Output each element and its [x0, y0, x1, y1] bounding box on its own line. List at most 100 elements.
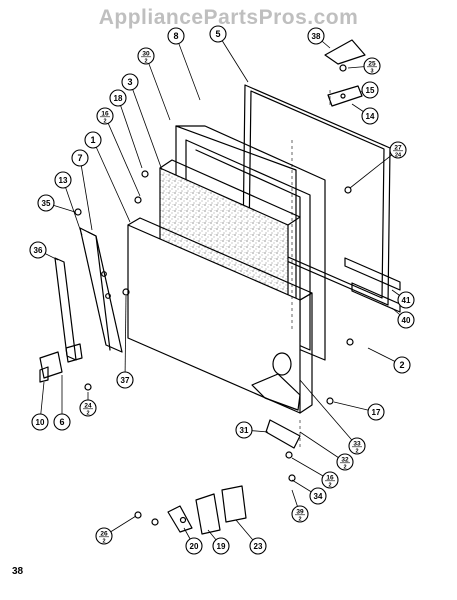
leader-line-c16a: [104, 115, 141, 197]
callout-c31: 31: [235, 421, 253, 439]
leader-line-c18: [117, 97, 143, 169]
top-hinge: [324, 39, 366, 107]
callout-c10: 10: [31, 413, 49, 431]
callout-label-c31: 31: [240, 426, 249, 435]
callout-circle-c19: [212, 537, 230, 555]
callout-c39: 392: [291, 505, 309, 523]
callout-label-c35: 35: [42, 199, 51, 208]
callout-label-c10: 10: [36, 418, 45, 427]
callout-sub-c24: 2: [86, 411, 89, 417]
callout-circle-c16a: [96, 107, 114, 125]
callout-c36: 36: [29, 241, 47, 259]
callout-label-c15: 15: [366, 86, 375, 95]
callout-c5: 5: [209, 25, 227, 43]
callout-label-c17: 17: [372, 408, 381, 417]
callout-circle-c14: [361, 107, 379, 125]
leader-line-c27: [349, 149, 399, 189]
callout-circle-c16b: [321, 471, 339, 489]
callout-circle-c37: [116, 371, 134, 389]
callout-label-c27: 27: [394, 145, 402, 152]
callout-label-c33: 33: [353, 441, 361, 448]
callout-c16b: 162: [321, 471, 339, 489]
callout-circle-c30: [137, 47, 155, 65]
callout-c3: 3: [121, 73, 139, 91]
callout-sub-c26: 2: [102, 539, 105, 545]
callout-label-c36: 36: [34, 246, 43, 255]
leader-line-c33: [299, 379, 358, 447]
callout-circle-c35: [37, 194, 55, 212]
callout-c15: 15: [361, 81, 379, 99]
callout-label-c39: 39: [296, 509, 304, 516]
callout-sub-c16b: 2: [328, 483, 331, 489]
callout-c30: 302: [137, 47, 155, 65]
callout-label-c34: 34: [314, 492, 323, 501]
callout-c20: 20: [185, 537, 203, 555]
callout-sub-c33: 2: [355, 449, 358, 455]
watermark-text: AppliancePartsPros.com: [98, 6, 359, 29]
callout-label-c26: 26: [100, 531, 108, 538]
callout-c13: 13: [54, 171, 72, 189]
callout-c1: 1: [84, 131, 102, 149]
callout-c7: 7: [71, 149, 89, 167]
callout-label-c14: 14: [366, 112, 375, 121]
leader-line-c13: [62, 179, 83, 236]
callout-label-c16b: 16: [326, 475, 334, 482]
callout-circle-c15: [361, 81, 379, 99]
callout-circle-c18: [109, 89, 127, 107]
callout-c38: 38: [307, 27, 325, 45]
callout-label-c30: 30: [142, 51, 150, 58]
callout-c32: 322: [336, 453, 354, 471]
callout-circle-c3: [121, 73, 139, 91]
callout-c6: 6: [53, 413, 71, 431]
callout-label-c7: 7: [77, 153, 82, 163]
leader-line-c8: [175, 35, 201, 101]
callout-label-c41: 41: [402, 296, 411, 305]
callout-c26: 262: [95, 527, 113, 545]
callout-sub-c32: 2: [343, 465, 346, 471]
callout-c25: 253: [363, 57, 381, 75]
callout-label-c20: 20: [190, 542, 199, 551]
callout-label-c2: 2: [399, 360, 404, 370]
callout-circle-c24: [79, 399, 97, 417]
callout-circle-c7: [71, 149, 89, 167]
lower-left-clips: [39, 343, 83, 383]
callout-circle-c2: [393, 356, 411, 374]
callout-circle-c36: [29, 241, 47, 259]
callout-c35: 35: [37, 194, 55, 212]
callout-circle-c41: [397, 291, 415, 309]
callout-c18: 18: [109, 89, 127, 107]
outer-door-panel: [127, 217, 313, 414]
callout-sub-c25: 3: [370, 69, 373, 75]
callout-sub-c30: 2: [144, 59, 147, 65]
callout-c41: 41: [397, 291, 415, 309]
trim-strip: [54, 257, 77, 361]
callout-circle-c25: [363, 57, 381, 75]
callout-label-c6: 6: [59, 417, 64, 427]
callout-circle-c23: [249, 537, 267, 555]
callout-c34: 34: [309, 487, 327, 505]
bottom-hinge-parts: [167, 485, 247, 535]
callout-sub-c39: 2: [298, 517, 301, 523]
callout-c37: 37: [116, 371, 134, 389]
callout-circle-c32: [336, 453, 354, 471]
callout-label-c1: 1: [90, 135, 95, 145]
hinge-bracket: [79, 227, 123, 353]
callout-c19: 19: [212, 537, 230, 555]
callout-circle-c8: [167, 27, 185, 45]
callout-circle-c27: [389, 141, 407, 159]
callout-label-c3: 3: [127, 77, 132, 87]
callout-circle-c33: [348, 437, 366, 455]
page-number: 38: [12, 566, 24, 577]
callout-circle-c6: [53, 413, 71, 431]
alignment-lines: [291, 90, 331, 450]
callout-c33: 332: [348, 437, 366, 455]
callout-sub-c27: 24: [395, 153, 402, 159]
callout-c17: 17: [367, 403, 385, 421]
callout-c14: 14: [361, 107, 379, 125]
shelf-rails: [344, 257, 401, 313]
callout-circle-c40: [397, 311, 415, 329]
callout-label-c19: 19: [217, 542, 226, 551]
callout-circle-c5: [209, 25, 227, 43]
